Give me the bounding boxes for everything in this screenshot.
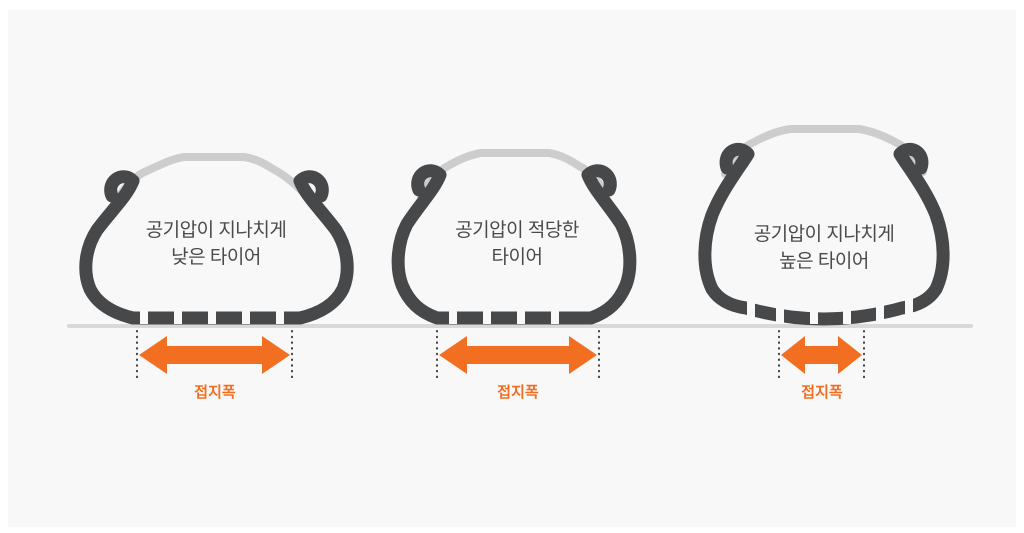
tire-high-pressure-illustration <box>698 125 950 379</box>
tire-label-line2: 낮은 타이어 <box>171 247 261 268</box>
tire-carcass-outline <box>698 142 950 326</box>
tire-label-line1: 공기압이 적당한 <box>455 220 579 241</box>
contact-width-label: 접지폭 <box>497 384 539 401</box>
tire-proper-pressure-illustration <box>391 149 637 379</box>
tire-carcass-outline <box>79 170 354 325</box>
contact-width-arrow <box>781 336 862 374</box>
tread-grooves <box>140 305 284 324</box>
tread-grooves <box>449 305 559 324</box>
tire-low-pressure-illustration <box>79 153 354 379</box>
ground-line <box>67 324 973 328</box>
tire-label-proper-pressure: 공기압이 적당한 타이어 <box>455 217 579 271</box>
tire-carcass-outline <box>391 164 637 325</box>
contact-width-arrow <box>139 336 290 374</box>
tire-label-low-pressure: 공기압이 지나치게 낮은 타이어 <box>146 217 287 271</box>
tire-label-line1: 공기압이 지나치게 <box>753 224 895 245</box>
tire-label-line1: 공기압이 지나치게 <box>145 220 287 241</box>
tire-label-high-pressure: 공기압이 지나치게 높은 타이어 <box>754 221 895 275</box>
tread-grooves <box>747 296 913 324</box>
tire-tread-cap <box>417 149 610 200</box>
contact-width-label: 접지폭 <box>194 384 236 401</box>
tire-tread-cap <box>114 153 312 203</box>
diagram-background-panel <box>8 10 1016 527</box>
contact-width-arrow <box>439 336 597 374</box>
tire-label-line2: 타이어 <box>491 247 543 268</box>
tire-tread-cap <box>721 125 927 178</box>
contact-width-label: 접지폭 <box>801 384 843 401</box>
tire-label-line2: 높은 타이어 <box>779 251 869 272</box>
